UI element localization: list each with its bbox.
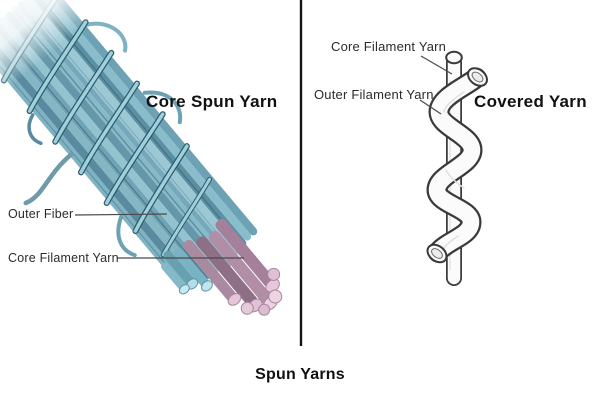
core-filament-tips xyxy=(183,218,283,316)
core-filament-leader-line-right xyxy=(420,55,453,75)
core-filament-yarn-label-left: Core Filament Yarn xyxy=(8,251,119,265)
core-filament-yarn-label-right: Core Filament Yarn xyxy=(331,39,447,54)
core-tube-top-cap xyxy=(445,50,463,65)
stray-fibers xyxy=(23,21,183,258)
outer-filament-leader-line xyxy=(419,99,442,115)
covered-yarn-title: Covered Yarn xyxy=(474,92,587,111)
leader-lines-right xyxy=(419,55,453,115)
outer-fiber-label: Outer Fiber xyxy=(8,207,74,221)
diagram-canvas xyxy=(0,0,488,346)
outer-fiber-leader-line xyxy=(74,213,168,216)
outer-filament-yarn-label: Outer Filament Yarn xyxy=(314,87,434,102)
covered-yarn-illustration xyxy=(419,50,488,286)
fade-overlay xyxy=(0,0,93,96)
wrap-tube xyxy=(426,67,487,263)
core-spun-yarn-title: Core Spun Yarn xyxy=(146,92,278,111)
leader-lines-left xyxy=(74,213,244,259)
core-spun-yarn-illustration xyxy=(0,0,283,316)
tube-openings xyxy=(426,67,488,264)
figure-caption: Spun Yarns xyxy=(255,366,345,383)
